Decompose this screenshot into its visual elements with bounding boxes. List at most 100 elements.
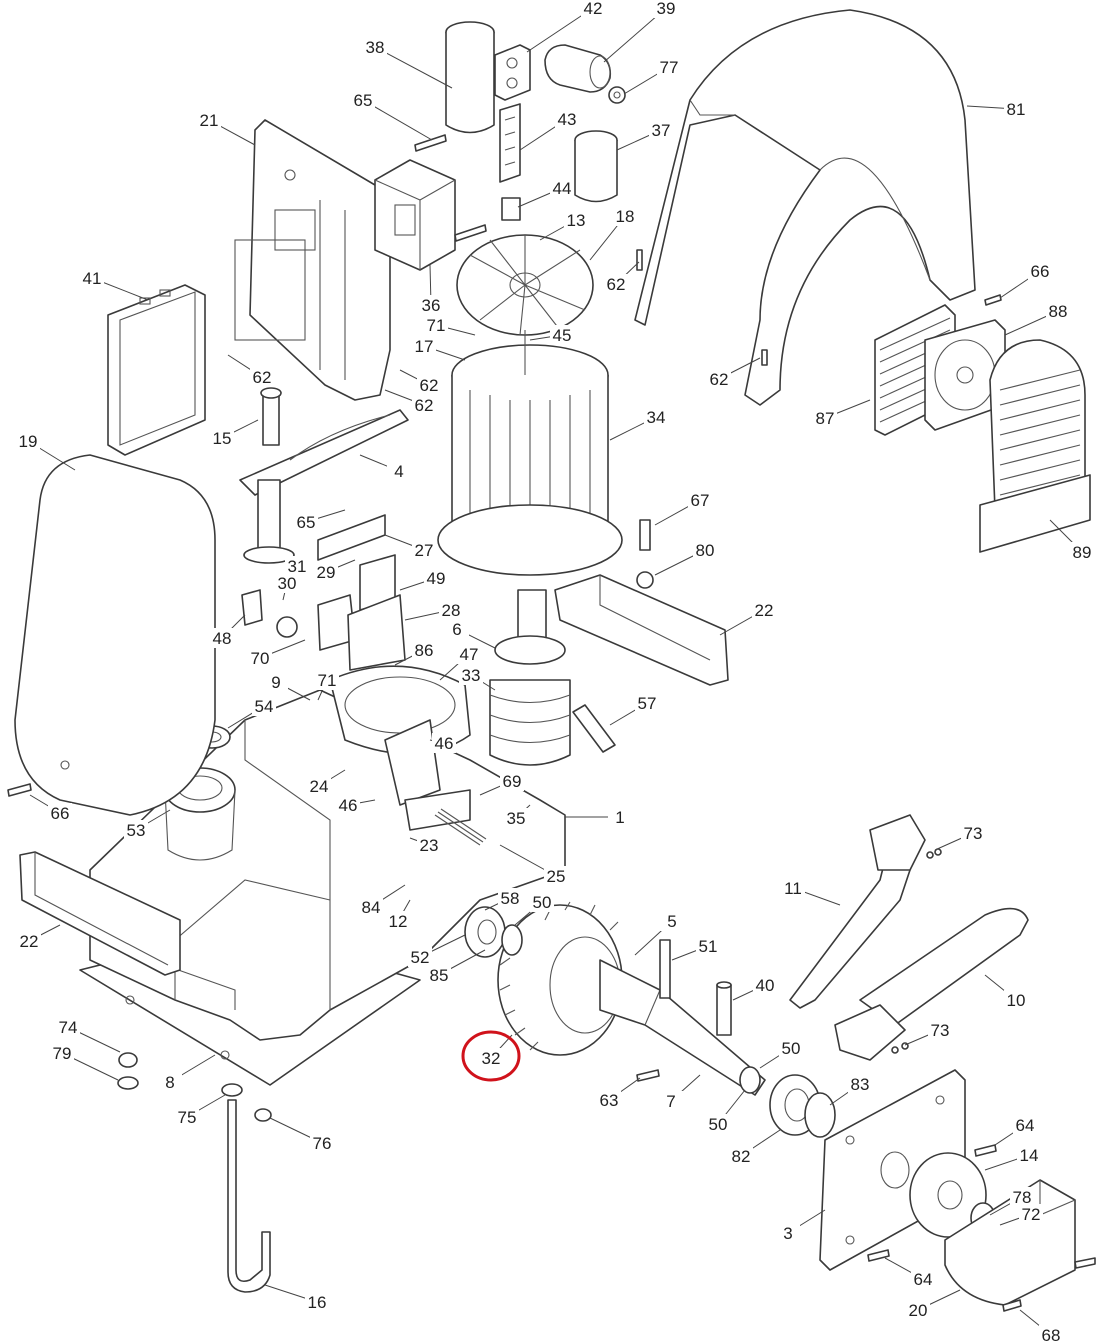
callout-label-40: 40 (756, 976, 775, 995)
release-lever (239, 409, 409, 496)
callout-label-bg (613, 206, 637, 226)
callout-label-bg (314, 562, 338, 582)
callout-label-77: 77 (660, 58, 679, 77)
callout-label-23: 23 (420, 836, 439, 855)
callout-label-15: 15 (213, 429, 232, 448)
callout-label-25: 25 (547, 867, 566, 886)
callout-label-bg (412, 336, 436, 356)
callout-label-bg (928, 1020, 952, 1040)
lock-assembly (241, 479, 406, 671)
callout-label-bg (252, 696, 276, 716)
callout-label-bg (752, 600, 776, 620)
callout-label-76: 76 (313, 1134, 332, 1153)
callout-label-79: 79 (53, 1044, 72, 1063)
callout-label-bg (696, 936, 720, 956)
callout-label-bg (706, 1114, 730, 1134)
callout-label-86: 86 (415, 641, 434, 660)
callout-label-64: 64 (1016, 1116, 1035, 1135)
callout-label-bg (307, 776, 331, 796)
callout-label-bg (417, 375, 441, 395)
callout-label-67: 67 (691, 491, 710, 510)
callout-label-bg (654, 0, 678, 18)
callout-label-bg (729, 1146, 753, 1166)
callout-label-bg (1010, 1187, 1034, 1207)
callout-label-bg (530, 892, 554, 912)
callout-label-66: 66 (51, 804, 70, 823)
worm-gear-shaft (489, 589, 571, 766)
callout-label-bg (48, 803, 72, 823)
callout-label-bg (688, 490, 712, 510)
callout-label-64: 64 (914, 1270, 933, 1289)
callout-label-74: 74 (59, 1018, 78, 1037)
callout-label-19: 19 (19, 432, 38, 451)
callout-label-6: 6 (452, 620, 461, 639)
front-cover (14, 454, 216, 816)
callout-label-bg (555, 109, 579, 129)
callout-label-bg (248, 648, 272, 668)
callout-label-85: 85 (430, 966, 449, 985)
top-cover (634, 9, 976, 406)
callout-label-bg (124, 820, 148, 840)
circlip-50 (739, 1066, 761, 1094)
callout-label-bg (544, 866, 568, 886)
callout-label-7: 7 (666, 1092, 675, 1111)
callout-label-42: 42 (584, 0, 603, 18)
callout-label-bg (50, 1043, 74, 1063)
callout-label-50: 50 (782, 1039, 801, 1058)
callout-label-28: 28 (442, 601, 461, 620)
callout-label-71: 71 (427, 316, 446, 335)
callout-label-bg (17, 931, 41, 951)
callout-label-5: 5 (667, 912, 676, 931)
capacitor-small (544, 44, 612, 93)
callout-label-68: 68 (1042, 1326, 1061, 1342)
bracket-arm-right (554, 574, 729, 686)
callout-label-81: 81 (1007, 100, 1026, 119)
callout-label-bg (427, 965, 451, 985)
capacitor-37 (574, 130, 618, 203)
callout-label-bg (649, 120, 673, 140)
callout-label-bg (250, 367, 274, 387)
callout-label-bg (294, 512, 318, 532)
callout-label-62: 62 (253, 368, 272, 387)
callout-label-bg (264, 672, 288, 692)
callout-label-3: 3 (783, 1224, 792, 1243)
callout-label-16: 16 (308, 1293, 327, 1312)
connector-small (501, 197, 521, 221)
bracket-arm-left (19, 851, 181, 976)
callout-label-bg (1019, 1204, 1043, 1224)
callout-label-bg (498, 888, 522, 908)
callout-label-45: 45 (553, 326, 572, 345)
callout-label-bg (906, 1300, 930, 1320)
battery-panel (107, 284, 206, 456)
control-board (234, 119, 391, 401)
rear-grille (979, 339, 1091, 553)
callout-label-bg (693, 540, 717, 560)
cooling-fan (456, 234, 594, 336)
callout-label-bg (210, 428, 234, 448)
callout-label-bg (412, 395, 436, 415)
callout-label-89: 89 (1073, 543, 1092, 562)
callout-label-bg (550, 178, 574, 198)
callout-label-bg (175, 1107, 199, 1127)
callout-label-29: 29 (317, 563, 336, 582)
washer-79 (117, 1076, 139, 1090)
release-handle-10 (834, 907, 1029, 1061)
leader-line-38 (374, 46, 453, 89)
callout-label-bg (210, 628, 234, 648)
callout-label-bg (660, 911, 684, 931)
callout-label-11: 11 (784, 879, 802, 898)
callout-label-62: 62 (420, 376, 439, 395)
callout-label-71: 71 (318, 671, 337, 690)
electric-motor (437, 330, 623, 576)
callout-label-4: 4 (394, 462, 403, 481)
callout-label-bg (351, 90, 375, 110)
callout-label-bg (315, 670, 339, 690)
callout-label-34: 34 (647, 408, 666, 427)
callout-label-bg (80, 268, 104, 288)
callout-label-54: 54 (255, 697, 274, 716)
callout-label-21: 21 (200, 111, 219, 130)
callout-label-32: 32 (482, 1049, 501, 1068)
callout-label-bg (813, 408, 837, 428)
callout-label-20: 20 (909, 1301, 928, 1320)
callout-label-75: 75 (178, 1108, 197, 1127)
